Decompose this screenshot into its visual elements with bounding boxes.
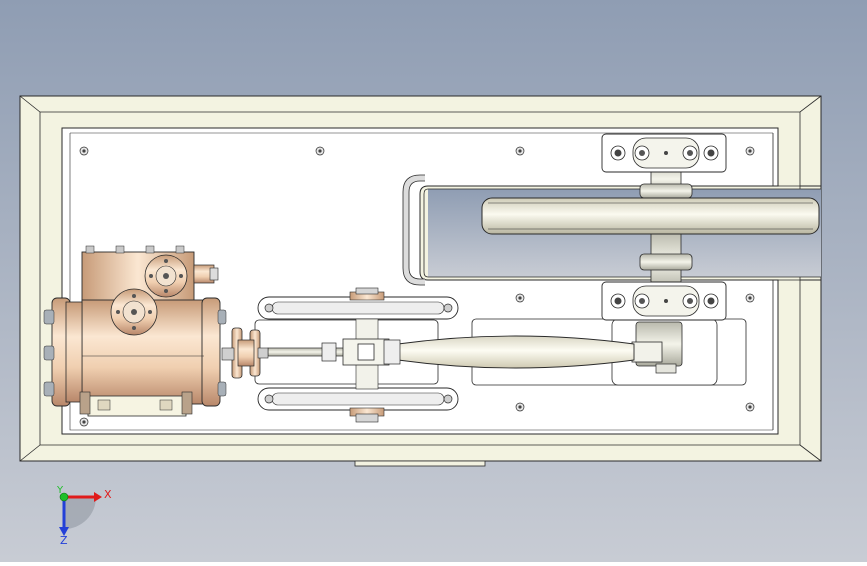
rail-bolt <box>443 303 453 313</box>
guide-slider-steel <box>355 413 379 423</box>
lower-bearing-block[interactable] <box>601 281 727 321</box>
bearing-bolt <box>707 297 715 305</box>
z-axis-label: Z <box>60 534 68 547</box>
steam-pipe-outline <box>402 174 425 286</box>
triad-shadow <box>64 497 96 529</box>
valve-flange-disc <box>144 254 188 298</box>
cover-stud <box>43 381 55 397</box>
bearing-nut <box>687 298 693 304</box>
rail-bolt <box>443 394 453 404</box>
crosshead-pin <box>357 343 375 361</box>
rail-bolt <box>264 303 274 313</box>
steam-pipe[interactable] <box>403 175 425 285</box>
foot-pad <box>159 399 173 411</box>
crank-nut <box>655 363 677 374</box>
plate-screw-hole <box>82 420 86 424</box>
cylinder-flange-disc <box>110 288 158 336</box>
guide-slider-steel <box>355 287 379 295</box>
upper-bearing-block[interactable] <box>601 133 727 173</box>
plate-screw-hole <box>518 296 522 300</box>
bearing-nut <box>639 298 645 304</box>
guide-rail-top-slot <box>271 301 445 315</box>
steam-inlet-nut <box>209 267 219 281</box>
base-plate-inner-edge <box>69 132 773 431</box>
base-frame-bevel-edge <box>19 444 41 462</box>
cylinder-flange-rear <box>65 301 83 403</box>
base-frame-tab <box>354 460 486 467</box>
base-frame-bevel <box>19 95 822 113</box>
cover-stud <box>217 309 227 325</box>
z-axis-arrowhead <box>59 527 69 536</box>
cover-stud <box>43 345 55 361</box>
shaft-collar <box>639 183 693 199</box>
gland-body <box>237 339 255 367</box>
crank-pin <box>631 341 663 363</box>
cylinder-assembly[interactable] <box>43 245 227 417</box>
bearing-nut <box>687 150 693 156</box>
cover-stud <box>43 309 55 325</box>
oil-hole <box>664 151 668 155</box>
rail-bolt <box>264 394 274 404</box>
bearing-bolt <box>614 297 622 305</box>
plate-screw-hole <box>518 149 522 153</box>
foot-bolt <box>181 391 193 415</box>
flywheel[interactable] <box>481 197 820 235</box>
cover-stud <box>217 381 227 397</box>
coordinate-triad: X Y Z <box>56 485 112 547</box>
valve-chest-bolt <box>115 245 125 254</box>
stuffing-box[interactable] <box>221 327 269 379</box>
small-end <box>383 339 401 365</box>
plate-screw-hole <box>518 405 522 409</box>
connecting-rod[interactable] <box>397 335 635 369</box>
gland-stud <box>221 347 235 361</box>
x-axis-arrowhead <box>94 492 102 502</box>
gland-stud <box>257 347 269 359</box>
plate-screws <box>79 146 755 427</box>
plate-screw-hole <box>318 149 322 153</box>
bearing-bolt <box>707 149 715 157</box>
crank-big-end[interactable] <box>631 321 683 374</box>
plate-screw-hole <box>748 296 752 300</box>
cylinder-cover-front <box>201 297 221 407</box>
foot-bolt <box>79 391 91 415</box>
valve-chest-bolt <box>175 245 185 254</box>
base-frame-bevel-edge <box>799 444 822 462</box>
flywheel-rim <box>481 197 820 235</box>
y-axis-label: Y <box>56 485 64 496</box>
plate-screw-hole <box>748 405 752 409</box>
foot-pad <box>97 399 111 411</box>
plate-screw-hole <box>82 149 86 153</box>
base-cutout-outline <box>423 188 821 278</box>
valve-chest-bolt <box>145 245 155 254</box>
bearing-bolt <box>614 149 622 157</box>
y-axis-dot <box>59 492 69 502</box>
x-axis-label: X <box>104 488 112 501</box>
crosshead[interactable] <box>342 338 401 366</box>
plate-cutout-edge <box>772 133 821 430</box>
shaft-collar <box>639 253 693 271</box>
oil-hole <box>664 299 668 303</box>
guide-rail-bottom-slot <box>271 392 445 406</box>
valve-chest-bolt <box>85 245 95 254</box>
plate-screw-hole <box>748 149 752 153</box>
crankshaft[interactable] <box>639 159 693 293</box>
piston-rod-nut <box>321 342 337 362</box>
connecting-rod-body <box>397 335 635 369</box>
bearing-nut <box>639 150 645 156</box>
